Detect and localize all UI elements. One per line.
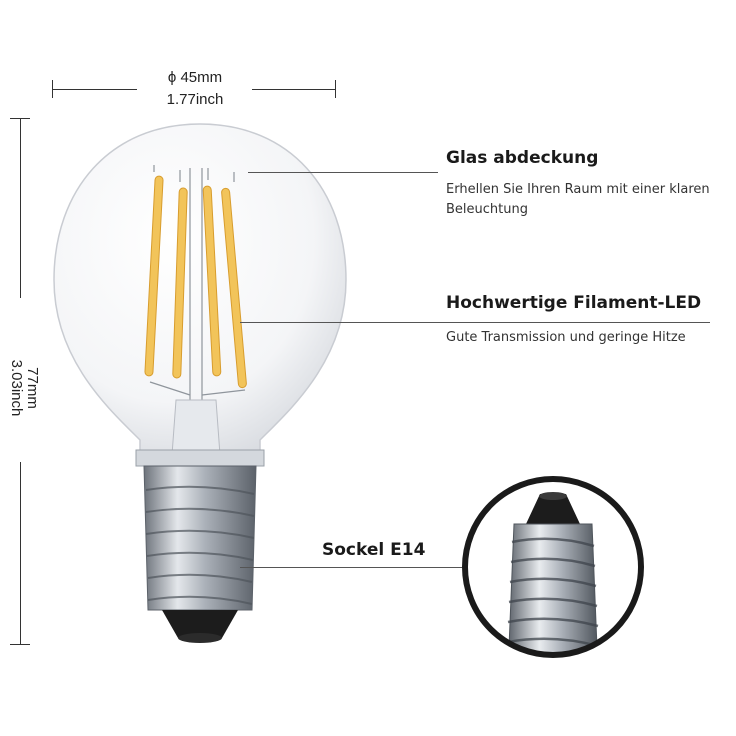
filaments: [144, 175, 247, 389]
callout-glass-title: Glas abdeckung: [446, 148, 599, 168]
width-mm-label: ϕ 45mm: [167, 69, 223, 86]
bulb-illustration: [53, 123, 347, 643]
width-inch-label: 1.77inch: [166, 91, 224, 108]
callout-glass-description: Erhellen Sie Ihren Raum mit einer klaren…: [446, 182, 710, 217]
callout-filament-title: Hochwertige Filament-LED: [446, 293, 702, 313]
height-labels: 77mm 3.03inch: [0, 333, 41, 443]
socket-e14: [143, 465, 257, 643]
socket-zoom-circle: [462, 476, 644, 658]
callout-filament-description: Gute Transmission und geringe Hitze: [446, 330, 686, 345]
height-inch-label: 3.03inch: [8, 359, 25, 417]
callout-socket-title: Sockel E14: [322, 540, 426, 560]
height-mm-label: 77mm: [24, 367, 41, 409]
